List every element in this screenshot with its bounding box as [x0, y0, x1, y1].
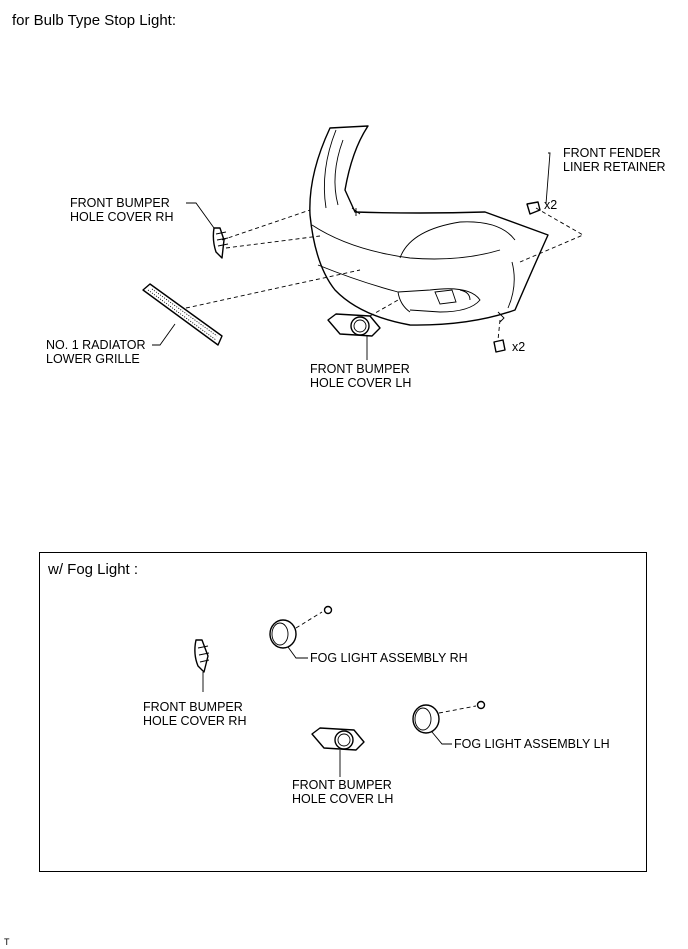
label-line: LOWER GRILLE [46, 352, 140, 366]
label-line: FRONT BUMPER [292, 778, 392, 792]
label-inset-hole-cover-lh: FRONT BUMPER HOLE COVER LH [292, 778, 393, 806]
leader-lines [152, 152, 551, 360]
label-line: HOLE COVER LH [310, 376, 412, 390]
inset-title: w/ Fog Light : [48, 561, 139, 578]
label-inset-hole-cover-rh: FRONT BUMPER HOLE COVER RH [143, 700, 247, 728]
fog-light-inset: w/ Fog Light : [39, 552, 647, 872]
label-line: HOLE COVER RH [143, 714, 247, 728]
label-line: FRONT BUMPER [70, 196, 170, 210]
inset-fog-light-rh-part [269, 605, 333, 659]
label-line: NO. 1 RADIATOR [46, 338, 146, 352]
diagram-heading: for Bulb Type Stop Light: [12, 12, 176, 29]
label-front-fender-liner-retainer: FRONT FENDER LINER RETAINER [563, 146, 666, 174]
qty-retainer-lower: x2 [512, 340, 526, 354]
label-front-bumper-hole-cover-lh: FRONT BUMPER HOLE COVER LH [310, 362, 411, 390]
label-line: FRONT BUMPER [143, 700, 243, 714]
hole-cover-rh-part [212, 227, 229, 259]
front-bumper-cover [309, 125, 549, 326]
hole-cover-lh-part [327, 313, 381, 337]
label-line: FRONT FENDER [563, 146, 661, 160]
label-line: HOLE COVER LH [292, 792, 394, 806]
radiator-lower-grille-part [142, 283, 223, 346]
inset-hole-cover-lh-part [311, 727, 365, 777]
label-line: HOLE COVER RH [70, 210, 174, 224]
retainer-lower-part [493, 339, 506, 353]
footer-mark: T [4, 937, 10, 947]
assembly-lines [185, 207, 585, 341]
qty-retainer-upper: x2 [544, 198, 558, 212]
retainer-upper-part [526, 201, 541, 215]
inset-hole-cover-rh-part [194, 639, 210, 692]
label-line: LINER RETAINER [563, 160, 666, 174]
label-front-bumper-hole-cover-rh: FRONT BUMPER HOLE COVER RH [70, 196, 174, 224]
inset-fog-light-lh-part [412, 700, 486, 745]
label-line: FRONT BUMPER [310, 362, 410, 376]
label-fog-light-assembly-rh: FOG LIGHT ASSEMBLY RH [310, 651, 468, 665]
label-fog-light-assembly-lh: FOG LIGHT ASSEMBLY LH [454, 737, 610, 751]
label-no1-radiator-lower-grille: NO. 1 RADIATOR LOWER GRILLE [46, 338, 146, 366]
